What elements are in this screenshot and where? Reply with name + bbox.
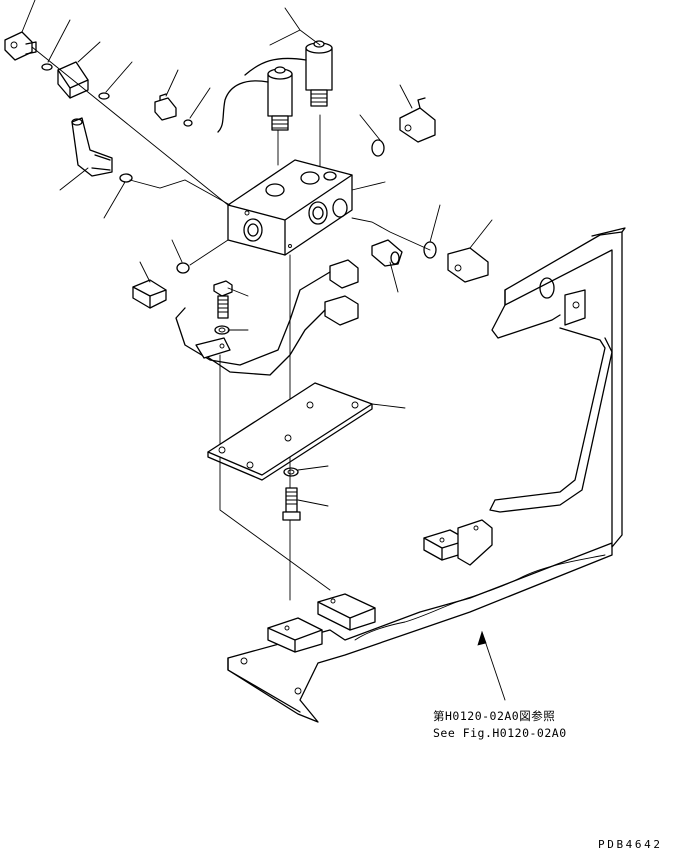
plug (132, 239, 229, 309)
bolt-lower (282, 467, 301, 521)
reference-note-en: See Fig.H0120-02A0 (433, 726, 567, 740)
reference-note: 第H0120-02A0図参照 See Fig.H0120-02A0 (433, 708, 567, 742)
wire-harness (175, 259, 359, 376)
solenoid-coils (217, 40, 333, 133)
fittings-upper-left (4, 31, 229, 206)
fittings-right (351, 97, 489, 283)
bolt-upper (213, 280, 233, 335)
drawing-id: PDB4642 (598, 838, 663, 851)
reference-note-ja: 第H0120-02A0図参照 (433, 709, 556, 723)
solenoid-valve-block (227, 159, 353, 256)
mounting-frame (227, 227, 626, 723)
elbow-fitting (71, 117, 231, 206)
reference-arrow (477, 630, 506, 701)
leader-lines (21, 0, 493, 507)
